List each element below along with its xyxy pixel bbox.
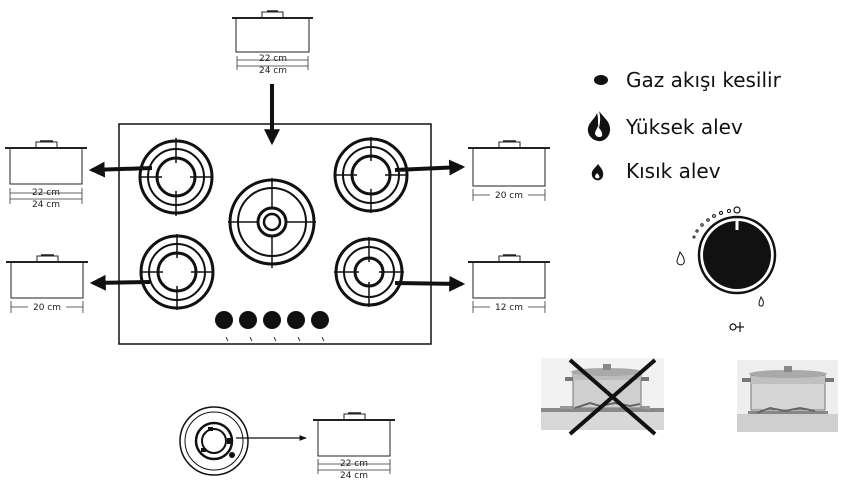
pot-top-size-1: 22 cm: [259, 54, 287, 64]
pot-right-top-size: 20 cm: [495, 191, 523, 201]
pot-left-top-size-1: 22 cm: [32, 188, 60, 198]
pot-right-bottom: 12 cm: [468, 254, 550, 313]
pot-right-bottom-size: 12 cm: [495, 303, 523, 313]
pot-top-size-2: 24 cm: [259, 66, 287, 76]
burner-top-right: [333, 137, 409, 213]
pot-bottom-size-2: 24 cm: [340, 471, 368, 481]
pot-left-top-size-2: 24 cm: [32, 200, 60, 210]
pot-left-bottom-size: 20 cm: [33, 303, 61, 313]
pot-left-bottom: 20 cm: [6, 254, 88, 313]
burner-bottom-right: [334, 237, 404, 307]
high-flame-icon: [587, 111, 611, 142]
burner-bottom-left: [139, 234, 215, 310]
pot-left-top: 22 cm 24 cm: [5, 140, 87, 210]
legend-high-flame: Yüksek alev: [625, 115, 743, 139]
correct-pot-placement: [737, 360, 838, 432]
wrong-pot-placement: [541, 358, 664, 436]
flame-legend: Gaz akışı kesilir Yüksek alev Kısık alev: [587, 68, 782, 183]
pot-right-top: 20 cm: [468, 140, 550, 201]
legend-low-flame: Kısık alev: [626, 159, 721, 183]
burner-detail: [179, 406, 307, 476]
burner-top-left: [138, 138, 214, 216]
gas-off-dot-icon: [594, 75, 608, 85]
knob-dial: [676, 206, 777, 332]
legend-gas-off: Gaz akışı kesilir: [626, 68, 782, 92]
pot-top: 22 cm 24 cm: [232, 10, 313, 76]
low-flame-icon: [591, 164, 604, 181]
control-knobs: [215, 311, 329, 342]
placement-arrows: [88, 84, 466, 292]
pot-bottom: 22 cm 24 cm: [313, 412, 395, 481]
pot-bottom-size-1: 22 cm: [340, 459, 368, 469]
burner-center-wok: [228, 178, 316, 268]
